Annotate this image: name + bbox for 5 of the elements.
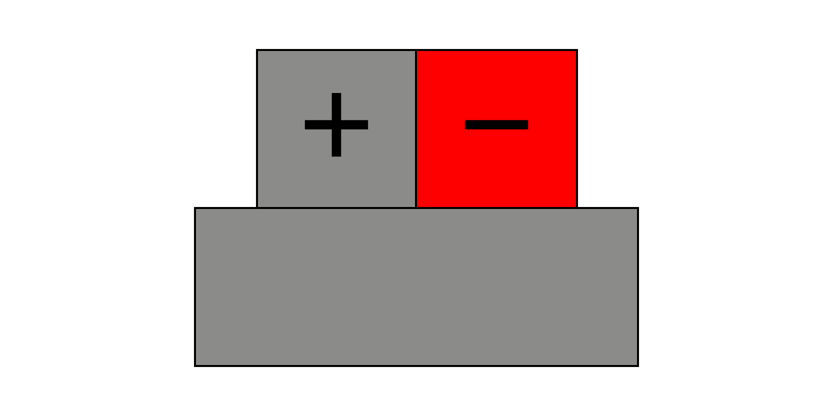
polarity-sign: − (458, 58, 534, 188)
terminal-block (415, 49, 578, 209)
polarity-sign: + (298, 58, 374, 188)
battery-body (194, 207, 639, 367)
terminal-block (256, 49, 417, 209)
